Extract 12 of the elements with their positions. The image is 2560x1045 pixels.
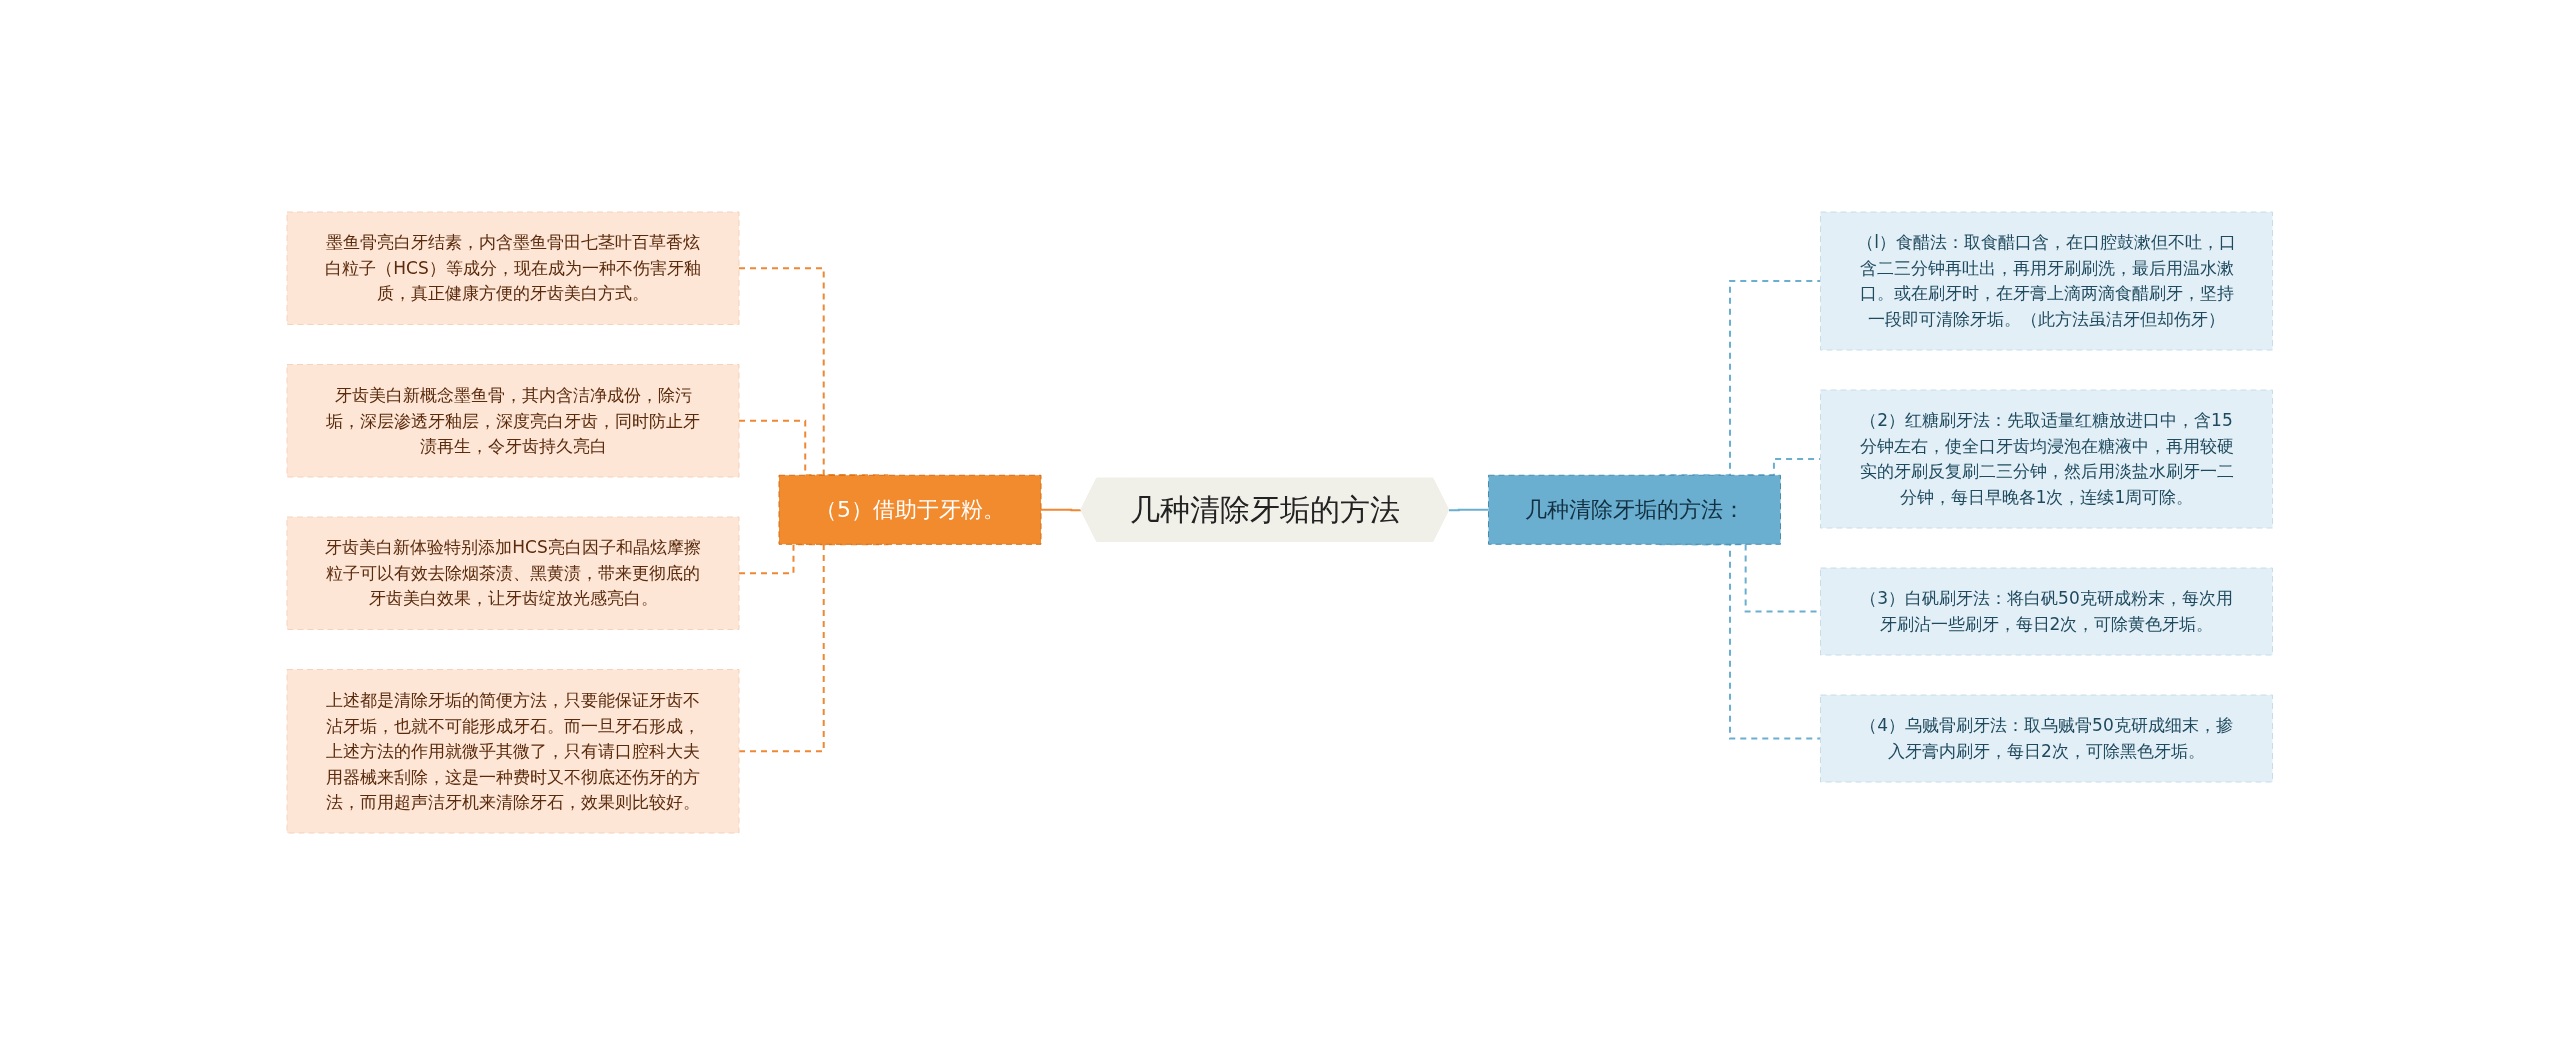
- node-box: （5）借助于牙粉。: [778, 474, 1042, 545]
- node-box: （l）食醋法：取食醋口含，在口腔鼓漱但不吐，口含二三分钟再吐出，再用牙刷刷洗，最后用温水漱口。或在刷牙时，在牙膏上滴两滴食醋刷牙，坚持一段即可清除牙垢。（此方法虽洁牙但却伤牙）: [1820, 211, 2274, 351]
- node-box: 几种清除牙垢的方法：: [1488, 474, 1782, 545]
- node-box: 墨鱼骨亮白牙结素，内含墨鱼骨田七茎叶百草香炫白粒子（HCS）等成分，现在成为一种不伤害牙釉质，真正健康方便的牙齿美白方式。: [286, 211, 740, 325]
- node-box: （3）白矾刷牙法：将白矾50克研成粉末，每次用牙刷沾一些刷牙，每日2次，可除黄色牙垢。: [1820, 567, 2274, 656]
- connector: [1040, 508, 1083, 512]
- node-box: 牙齿美白新体验特别添加HCS亮白因子和晶炫摩擦粒子可以有效去除烟茶渍、黑黄渍，带来更彻底的牙齿美白效果，让牙齿绽放光感亮白。: [286, 516, 740, 630]
- node-box: （4）乌贼骨刷牙法：取乌贼骨50克研成细末，掺入牙膏内刷牙，每日2次，可除黑色牙垢。: [1820, 694, 2274, 783]
- node-box: 上述都是清除牙垢的简便方法，只要能保证牙齿不沾牙垢，也就不可能形成牙石。而一旦牙石形成，上述方法的作用就微乎其微了，只有请口腔科大夫用器械来刮除，这是一种费时又不彻底还伤牙的方法，而用超声洁牙机来清除牙石，效果则比较好。: [286, 669, 740, 834]
- node-box: （2）红糖刷牙法：先取适量红糖放进口中，含15分钟左右，使全口牙齿均浸泡在糖液中，再用较硬实的牙刷反复刷二三分钟，然后用淡盐水刷牙一二分钟，每日早晚各1次，连续1周可除。: [1820, 389, 2274, 529]
- connector: [1448, 508, 1490, 512]
- node-box: 牙齿美白新概念墨鱼骨，其内含洁净成份，除污垢，深层渗透牙釉层，深度亮白牙齿，同时防止牙渍再生，令牙齿持久亮白: [286, 364, 740, 478]
